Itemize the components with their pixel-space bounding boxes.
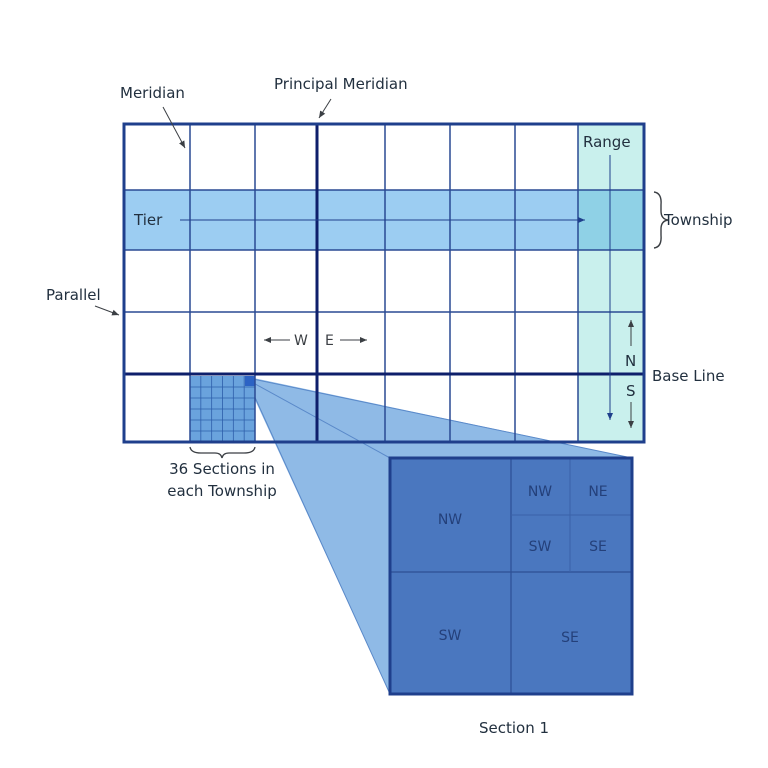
north-label: N (625, 352, 636, 370)
range-band (578, 124, 644, 442)
township-label: Township (663, 211, 733, 229)
sections-caption-line1: 36 Sections in (169, 460, 275, 478)
section-1-title: Section 1 (479, 719, 549, 737)
township-grid (124, 124, 644, 442)
base-line-label: Base Line (652, 367, 725, 385)
zoom-edge-mid (247, 379, 391, 459)
section-1-detail: NW SW SE NW NE SW SE (388, 456, 634, 696)
township-grid-border (122, 122, 646, 444)
quarter-nw: NW (438, 512, 462, 528)
parallel-arrow (94, 305, 120, 316)
sections-subgrid (190, 376, 255, 442)
south-label: S (626, 382, 636, 400)
section-1-highlight (245, 376, 255, 386)
meridian-label: Meridian (120, 84, 185, 102)
sections-caption-line2: each Township (167, 482, 277, 500)
ne-sub-nw: NW (528, 484, 552, 500)
tier-label: Tier (133, 211, 163, 229)
parallel-label: Parallel (46, 286, 101, 304)
range-label: Range (583, 133, 631, 151)
zoom-edge-bottom (247, 381, 391, 695)
zoom-edge-top (247, 377, 633, 459)
township-brace (653, 191, 669, 249)
quarter-sw: SW (439, 628, 462, 644)
sections-brace (189, 446, 256, 459)
principal-meridian-label: Principal Meridian (274, 75, 408, 93)
ne-sub-ne: NE (588, 484, 607, 500)
ne-sub-se: SE (589, 539, 607, 555)
quarter-se: SE (561, 630, 579, 646)
township-block (578, 190, 644, 250)
principal-meridian-arrow (318, 98, 332, 119)
section-1-border (388, 456, 634, 696)
west-label: W (294, 333, 308, 349)
ne-sub-sw: SW (529, 539, 552, 555)
meridian-arrow (162, 106, 186, 149)
east-label: E (325, 333, 334, 349)
